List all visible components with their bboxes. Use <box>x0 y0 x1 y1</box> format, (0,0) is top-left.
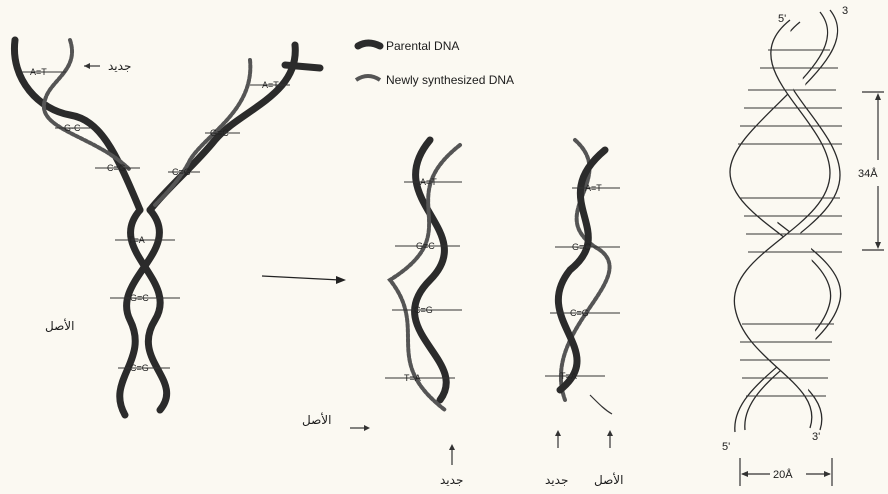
fork-pair-2: G-C <box>64 123 81 133</box>
helix-top-5-label: 5' <box>778 13 786 25</box>
helix1-new-label: جديد <box>440 473 463 487</box>
fork-pair-7: T=A <box>128 235 145 245</box>
legend-parental-label: Parental DNA <box>386 39 459 53</box>
fork-pair-3: C=G <box>107 163 126 173</box>
helix1-old-arrowhead <box>364 425 370 431</box>
helix2-pair-1: A=T <box>585 183 602 193</box>
replication-fork: A=T G-C C=G A=T G≡C C≡G T=A G≡C C≡G جديد… <box>14 40 320 415</box>
legend-newly-swatch <box>356 76 380 80</box>
width-arrow-left <box>741 471 748 477</box>
fork-pair-8: G≡C <box>130 293 149 303</box>
helix1-pair-4: T=A <box>404 373 421 383</box>
helix1-old-label: الأصل <box>302 412 331 427</box>
daughter-helix-2: A=T G≡C C≡G T=A جديد الأصل <box>545 140 623 487</box>
helix1-pair-2: G≡C <box>416 241 435 251</box>
reaction-arrow <box>262 276 346 284</box>
helix1-new-arrowhead <box>449 444 455 450</box>
fork-pair-1: A=T <box>30 67 47 77</box>
daughter-helix-1: A=T G≡C C≡G T=A الأصل جديد <box>302 140 463 487</box>
helix2-new-arrowhead <box>555 430 561 436</box>
fork-new-label: جديد <box>108 59 131 73</box>
fork-new-arrowhead <box>84 63 90 69</box>
fork-pair-6: C≡G <box>172 167 191 177</box>
helix2-old-arrowhead <box>607 430 613 436</box>
legend-newly-label: Newly synthesized DNA <box>386 73 514 87</box>
pitch-arrow-up <box>875 93 881 100</box>
double-helix-model: 5' 3 5' 3' 34Å 20Å <box>722 5 884 486</box>
reaction-arrow-line <box>262 276 340 280</box>
helix-bottom-3-label: 3' <box>812 431 820 443</box>
fork-old-label: الأصل <box>45 318 74 333</box>
fork-pair-5: G≡C <box>210 128 229 138</box>
helix1-pair-1: A=T <box>420 177 437 187</box>
fork-pair-9: C≡G <box>130 363 149 373</box>
helix2-pair-3: C≡G <box>570 308 589 318</box>
legend: Parental DNA Newly synthesized DNA <box>356 39 514 87</box>
helix2-pair-2: G≡C <box>572 242 591 252</box>
pitch-arrow-down <box>875 242 881 249</box>
helix2-old-label: الأصل <box>594 472 623 487</box>
fork-right-parental-tip <box>285 65 320 68</box>
helix-top-3-label: 3 <box>842 5 848 17</box>
fork-pair-4: A=T <box>262 80 279 90</box>
width-label: 20Å <box>773 468 793 481</box>
helix2-new-label: جديد <box>545 473 568 487</box>
helix1-pair-3: C≡G <box>414 305 433 315</box>
width-arrow-right <box>824 471 831 477</box>
reaction-arrow-head <box>336 276 346 284</box>
legend-parental-swatch <box>358 43 380 46</box>
pitch-label: 34Å <box>858 167 878 180</box>
helix-bottom-5-label: 5' <box>722 441 730 453</box>
helix2-parental-tail <box>590 395 612 414</box>
helix2-pair-4: T=A <box>560 371 577 381</box>
